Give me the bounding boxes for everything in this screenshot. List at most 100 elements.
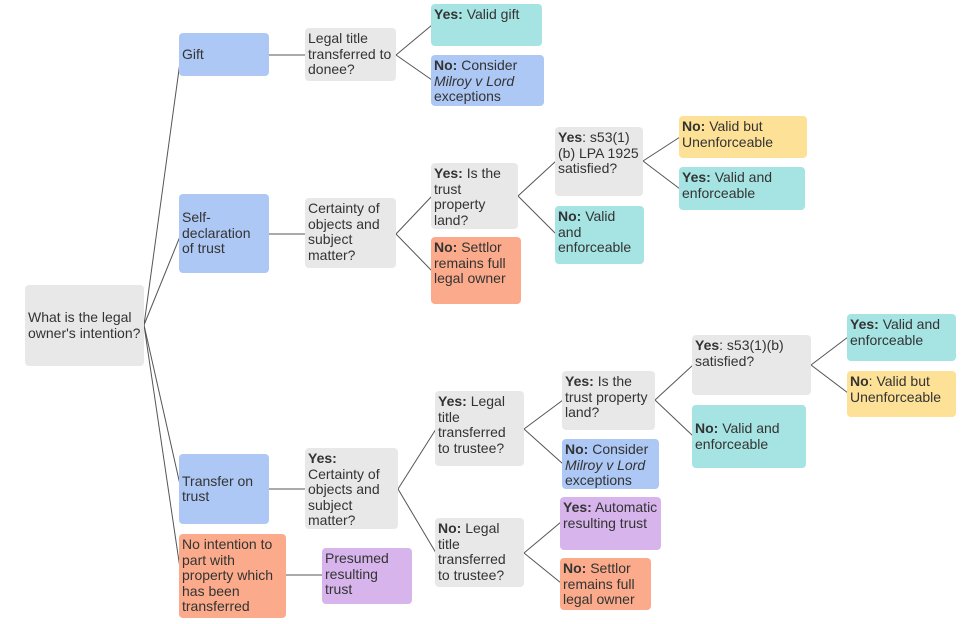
node-transfer-s53-no: No: Valid but Unenforceable (847, 371, 956, 417)
node-transfer-land-label: Yes: (565, 373, 594, 389)
node-self-s53-no: No: Valid but Unenforceable (679, 116, 807, 158)
edge-root-gift (143, 54, 182, 326)
node-transfer-milroy: No: Consider Milroy v Lord exceptions (562, 439, 659, 489)
node-self-s53-no-label: No: (682, 118, 706, 134)
edge-transfer-certainty-yes (397, 428, 437, 490)
node-resulting-yes-label: Yes: (563, 499, 592, 515)
node-presumed-resulting: Presumed resulting trust (322, 548, 412, 604)
edge-transfer-title-no (523, 428, 564, 465)
node-self-s53-no-text: Valid but Unenforceable (682, 118, 774, 150)
node-self-no-settlor-label: No: (434, 239, 458, 255)
node-gift-yes: Yes: Valid gift (431, 4, 542, 46)
node-root-question: What is the legal owner's intention? (25, 285, 144, 366)
edge-root-no-intention (143, 324, 182, 576)
node-self-s53: Yes: s53(1)(b) LPA 1925 satisfied? (555, 127, 643, 196)
node-self-no-valid-label: No: (558, 208, 582, 224)
edge-root-transfer (143, 324, 182, 490)
node-transfer-certainty: Yes: Certainty of objects and subject ma… (305, 448, 398, 529)
edge-self-s53-yes (642, 160, 681, 190)
node-resulting-no: No: Settlor remains full legal owner (560, 558, 651, 610)
node-transfer-yes-title: Yes: Legal title transferred to trustee? (435, 391, 524, 466)
node-transfer-text: Transfer on trust (182, 472, 254, 504)
node-gift: Gift (179, 33, 269, 76)
node-gift-question: Legal title transferred to donee? (305, 28, 396, 81)
node-transfer-s53-yes: Yes: Valid and enforceable (847, 314, 956, 361)
node-gift-question-text: Legal title transferred to donee? (308, 30, 392, 77)
node-self-s53-yes-text: Valid and enforceable (682, 169, 773, 201)
node-transfer-milroy-pre: Consider (592, 441, 649, 457)
node-resulting-no-label: No: (563, 560, 587, 576)
node-self-yes-land-label: Yes: (434, 165, 463, 181)
node-transfer-yes-title-text: Legal title transferred to trustee? (438, 393, 506, 456)
node-transfer-no-valid-text: Valid and enforceable (695, 420, 780, 452)
node-gift-no-case: Milroy v Lord (434, 72, 515, 89)
edge-self-certainty-no (395, 233, 433, 272)
node-gift-no-label: No: (434, 57, 458, 73)
node-resulting-yes: Yes: Automatic resulting trust (560, 497, 661, 550)
node-transfer-certainty-label: Yes: (308, 450, 337, 466)
node-self-no-valid-text: Valid and enforceable (558, 208, 632, 255)
node-transfer-no-valid-label: No: (695, 420, 719, 436)
node-transfer-s53-no-label: No (850, 373, 869, 389)
edge-resulting-no (523, 552, 562, 584)
edge-transfer-title-yes (523, 399, 564, 430)
node-transfer-no-valid: No: Valid and enforceable (692, 405, 806, 468)
node-self-declaration: Self-declaration of trust (179, 194, 269, 273)
edge-gift-question-yes (395, 24, 433, 56)
node-self-s53-yes-label: Yes: (682, 169, 711, 185)
node-transfer-milroy-case: Milroy v Lord (565, 456, 646, 473)
edge-gift-question-no (395, 54, 433, 81)
node-self-s53-label: Yes (558, 129, 583, 145)
node-self-s53-yes: Yes: Valid and enforceable (679, 167, 805, 210)
node-self-s53-text: : s53(1)(b) LPA 1925 satisfied? (558, 129, 639, 176)
node-self-no-settlor-text: Settlor remains full legal owner (434, 239, 506, 286)
edge-transfer-land-yes (654, 364, 694, 401)
node-self-certainty: Certainty of objects and subject matter? (305, 198, 396, 268)
node-transfer-milroy-label: No: (565, 441, 589, 457)
node-transfer-s53-label: Yes (695, 337, 720, 353)
edge-self-certainty-yes (395, 195, 433, 235)
node-transfer-no-title-text: Legal title transferred to trustee? (438, 520, 506, 583)
edge-self-land-yes (517, 160, 557, 197)
node-transfer: Transfer on trust (179, 454, 269, 524)
edge-self-s53-no (642, 136, 681, 162)
node-resulting-yes-text: Automatic resulting trust (563, 499, 658, 531)
node-transfer-no-title-label: No: (438, 520, 462, 536)
node-self-no-settlor: No: Settlor remains full legal owner (431, 237, 521, 304)
node-no-intention-text: No intention to part with property which… (182, 536, 274, 614)
edge-transfer-land-no (654, 399, 694, 437)
node-transfer-s53-text: : s53(1)(b) satisfied? (695, 337, 784, 369)
edge-transfer-certainty-no (397, 488, 437, 554)
node-gift-yes-label: Yes: (434, 6, 463, 22)
node-transfer-land: Yes: Is the trust property land? (562, 371, 655, 430)
node-self-certainty-text: Certainty of objects and subject matter? (308, 200, 380, 263)
node-gift-text: Gift (182, 45, 204, 62)
edge-root-self-declaration (143, 233, 182, 326)
node-self-declaration-text: Self-declaration of trust (182, 209, 251, 257)
node-self-yes-land: Yes: Is the trust property land? (431, 163, 518, 229)
node-transfer-milroy-post: exceptions (565, 472, 632, 488)
node-presumed-resulting-text: Presumed resulting trust (325, 550, 389, 597)
node-resulting-no-text: Settlor remains full legal owner (563, 560, 635, 607)
node-self-yes-land-text: Is the trust property land? (434, 165, 501, 228)
node-gift-no-post: exceptions (434, 88, 501, 104)
node-transfer-no-valid-content: No: Valid and enforceable (695, 420, 803, 452)
node-transfer-s53-yes-label: Yes: (850, 316, 879, 332)
node-no-intention: No intention to part with property which… (179, 534, 286, 618)
edge-self-land-no (517, 195, 557, 235)
node-transfer-s53: Yes: s53(1)(b) satisfied? (692, 335, 811, 395)
node-transfer-yes-title-label: Yes: (438, 393, 467, 409)
node-transfer-s53-yes-text: Valid and enforceable (850, 316, 941, 348)
node-transfer-s53-no-text: : Valid but Unenforceable (850, 373, 942, 405)
node-transfer-no-title: No: Legal title transferred to trustee? (435, 518, 524, 587)
edge-transfer-s53-no (810, 364, 849, 394)
edge-transfer-s53-yes (810, 336, 849, 366)
node-root-text: What is the legal owner's intention? (28, 309, 141, 341)
node-gift-yes-text: Valid gift (466, 6, 520, 22)
node-transfer-certainty-text: Certainty of objects and subject matter? (308, 465, 380, 528)
node-transfer-land-text: Is the trust property land? (565, 373, 648, 420)
node-self-no-valid: No: Valid and enforceable (555, 206, 644, 264)
node-gift-no-pre: Consider (461, 57, 518, 73)
edge-resulting-yes (523, 521, 562, 554)
